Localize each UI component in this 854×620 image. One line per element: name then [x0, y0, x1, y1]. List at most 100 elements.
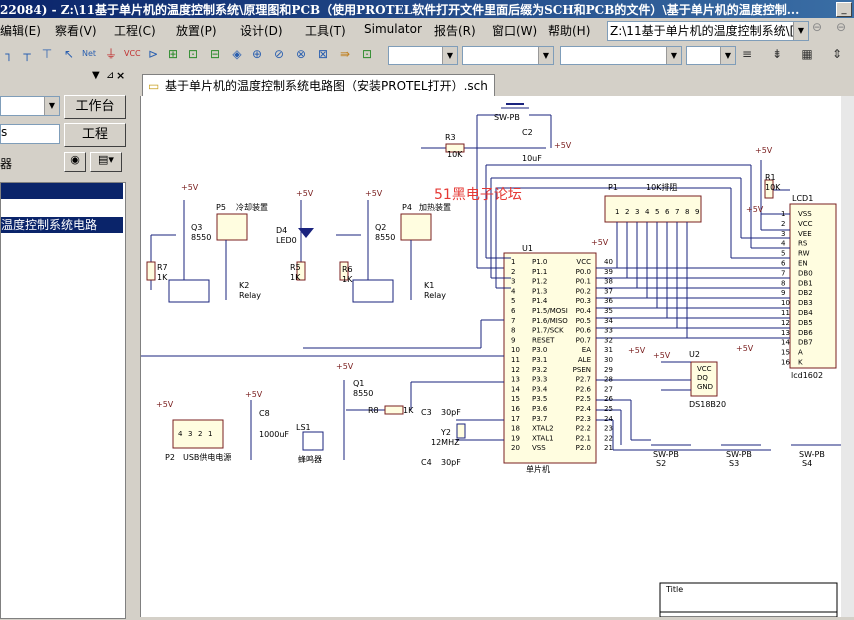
- project-combo[interactable]: s: [0, 124, 60, 144]
- menu-edit[interactable]: 编辑(E): [0, 24, 41, 38]
- lcd-pin-number: 4: [781, 240, 786, 248]
- back-icon[interactable]: ⊖: [812, 20, 823, 34]
- project-tree: 温度控制系统电路: [0, 182, 126, 619]
- toolbar-combo-3[interactable]: ▼: [560, 46, 682, 65]
- u1-pin-name: P0.7: [576, 336, 591, 344]
- u1-pin-number: 19: [511, 434, 520, 442]
- u1-pin-number: 36: [604, 297, 613, 305]
- minimize-button[interactable]: _: [836, 2, 852, 17]
- menu-project[interactable]: 工程(C): [114, 24, 156, 38]
- label-u2: U2: [689, 350, 700, 359]
- label-sw-pb-top: SW-PB: [494, 113, 520, 122]
- net-label-icon[interactable]: ↖: [63, 47, 75, 61]
- menu-design[interactable]: 设计(D): [240, 24, 283, 38]
- path-combo[interactable]: Z:\11基于单片机的温度控制系统\[ ▼: [607, 21, 809, 41]
- tree-row-blank[interactable]: [1, 201, 123, 217]
- tree-row-root[interactable]: [1, 183, 123, 199]
- vertical-scrollbar[interactable]: [841, 96, 854, 617]
- sheet-entry-icon[interactable]: ⊡: [187, 47, 199, 61]
- u1-pin-name: P0.2: [576, 287, 591, 295]
- part-icon[interactable]: ⊳: [147, 47, 159, 61]
- arrows-icon[interactable]: ⇕: [831, 47, 843, 61]
- align-icon[interactable]: ⇟: [771, 47, 783, 61]
- label-vcc-q2: +5V: [365, 189, 383, 198]
- port-icon[interactable]: ⊟: [209, 47, 221, 61]
- u1-pin-name: XTAL2: [532, 425, 554, 433]
- tab-schematic[interactable]: ▭ 基于单片机的温度控制系统电路图（安装PROTEL打开）.sch: [142, 74, 495, 97]
- u1-pin-name: P2.4: [576, 405, 592, 413]
- u1-pin-name: P3.1: [532, 356, 547, 364]
- project-panel: ▼ ⊿ × ▼ 工作台 s 工程 器 ◉ ▤▾ 温度控制系统电路: [0, 68, 126, 619]
- p1-pin-number: 7: [675, 208, 679, 216]
- no-erc-icon[interactable]: ⊗: [295, 47, 307, 61]
- u1-pin-name: P0.4: [576, 307, 592, 315]
- bus-icon[interactable]: ┬: [23, 47, 31, 61]
- directive-icon[interactable]: ⊘: [273, 47, 285, 61]
- net-icon[interactable]: Net: [82, 49, 97, 58]
- document-menu-icon[interactable]: ▤▾: [90, 152, 122, 172]
- panel-header: ▼ ⊿ ×: [0, 69, 126, 86]
- vcc-icon[interactable]: VCC: [124, 49, 141, 58]
- close-icon[interactable]: ×: [116, 69, 126, 82]
- label-r3: R3: [445, 133, 456, 142]
- harness-icon[interactable]: ⊠: [317, 47, 329, 61]
- sheet-symbol-icon[interactable]: ⊞: [167, 47, 179, 61]
- u1-pin-number: 20: [511, 444, 520, 452]
- compile-icon[interactable]: ⇛: [339, 47, 351, 61]
- wire-icon[interactable]: ┐: [5, 47, 13, 61]
- ground-icon[interactable]: ⏚: [104, 47, 117, 61]
- forward-icon[interactable]: ⊖: [836, 20, 847, 34]
- workbench-button[interactable]: 工作台: [64, 95, 126, 119]
- menu-simulator[interactable]: Simulator: [364, 22, 422, 36]
- label-c4: C4: [421, 458, 432, 467]
- junction-icon[interactable]: ◈: [232, 47, 242, 61]
- lcd-pin-number: 6: [781, 260, 786, 268]
- u1-pin-number: 10: [511, 346, 520, 354]
- u1-pin-number: 17: [511, 415, 520, 423]
- label-lcd-model: lcd1602: [791, 371, 823, 380]
- label-q2-value: 8550: [375, 233, 395, 242]
- label-k2-relay: Relay: [239, 291, 261, 300]
- menu-report[interactable]: 报告(R): [434, 24, 476, 38]
- menu-view[interactable]: 察看(V): [55, 24, 97, 38]
- lcd-pin-name: DB5: [798, 319, 813, 327]
- panel-menu-icon[interactable]: ▼: [92, 70, 100, 81]
- workspace-combo[interactable]: ▼: [0, 96, 60, 116]
- u1-pin-number: 29: [604, 366, 613, 374]
- u1-pin-name: XTAL1: [532, 434, 554, 442]
- label-c8: C8: [259, 409, 270, 418]
- schematic-canvas[interactable]: SW-PB R3 10K C2 10uF +5V +5V R1 10K +5V …: [140, 96, 842, 618]
- label-vcc-p2: +5V: [156, 400, 174, 409]
- workspace-icon[interactable]: ◉: [64, 152, 86, 172]
- lcd-pin-name: DB3: [798, 299, 813, 307]
- chevron-down-icon[interactable]: ▼: [793, 22, 808, 40]
- schematic-drawing: SW-PB R3 10K C2 10uF +5V +5V R1 10K +5V …: [141, 103, 842, 618]
- toolbar-combo-4[interactable]: ▼: [686, 46, 736, 65]
- project-button[interactable]: 工程: [64, 123, 126, 147]
- u2-pin-name: GND: [697, 383, 713, 391]
- menu-help[interactable]: 帮助(H): [548, 24, 591, 38]
- u2-pin-name: DQ: [697, 374, 708, 382]
- menu-tools[interactable]: 工具(T): [305, 24, 346, 38]
- bus-entry-icon[interactable]: ⊤: [41, 47, 53, 61]
- lcd-pin-name: VSS: [798, 210, 812, 218]
- line-width-icon[interactable]: ≡: [741, 47, 753, 61]
- menu-window[interactable]: 窗口(W): [492, 24, 538, 38]
- p2-pin-number: 1: [208, 430, 212, 438]
- p2-pin-number: 4: [178, 430, 183, 438]
- p1-pin-number: 4: [645, 208, 650, 216]
- grid-icon[interactable]: ▦: [801, 47, 813, 61]
- label-k2: K2: [239, 281, 249, 290]
- toolbar-combo-2[interactable]: ▼: [462, 46, 554, 65]
- cross-icon[interactable]: ⊕: [251, 47, 263, 61]
- label-c2-value: 10uF: [522, 154, 542, 163]
- tree-row-document[interactable]: 温度控制系统电路: [1, 217, 123, 233]
- u1-pin-number: 31: [604, 346, 613, 354]
- text-frame-icon[interactable]: ⊡: [361, 47, 373, 61]
- u1-pin-number: 25: [604, 405, 613, 413]
- u1-pin-number: 35: [604, 307, 613, 315]
- toolbar-combo-1[interactable]: ▼: [388, 46, 458, 65]
- menu-place[interactable]: 放置(P): [176, 24, 217, 38]
- pin-icon[interactable]: ⊿: [106, 70, 115, 81]
